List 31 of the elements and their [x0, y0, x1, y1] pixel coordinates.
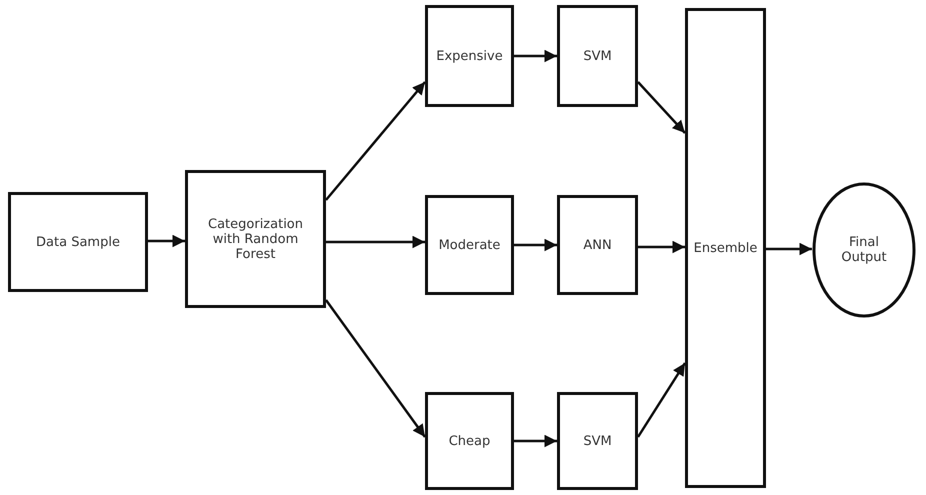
process-box [185, 170, 326, 308]
node-label: Cheap [448, 434, 492, 448]
arrow [324, 299, 426, 438]
node-label: Moderate [438, 238, 502, 252]
process-box [425, 392, 514, 490]
node-label: SVM [582, 434, 613, 448]
process-box [557, 195, 638, 295]
arrow [637, 81, 686, 134]
process-box [557, 392, 638, 490]
node-label: Categorization with Random Forest [207, 216, 304, 262]
arrow [638, 240, 685, 254]
process-box [685, 8, 766, 488]
process-box [8, 192, 148, 292]
process-box [425, 5, 514, 107]
node-label: Final Output [840, 235, 888, 265]
arrow [514, 434, 557, 448]
node-label: ANN [582, 238, 613, 252]
arrow [148, 234, 185, 248]
arrow [326, 236, 425, 248]
node-label: Data Sample [35, 234, 121, 250]
process-box [557, 5, 638, 107]
arrow [636, 362, 686, 438]
node-label: SVM [582, 48, 613, 64]
node-label: Expensive [435, 48, 504, 64]
process-box [425, 195, 514, 295]
node-label: Ensemble [692, 240, 758, 256]
arrow [766, 242, 812, 256]
terminal-ellipse [812, 182, 916, 318]
arrow [514, 50, 557, 62]
arrow [325, 81, 426, 201]
arrow [514, 238, 557, 252]
